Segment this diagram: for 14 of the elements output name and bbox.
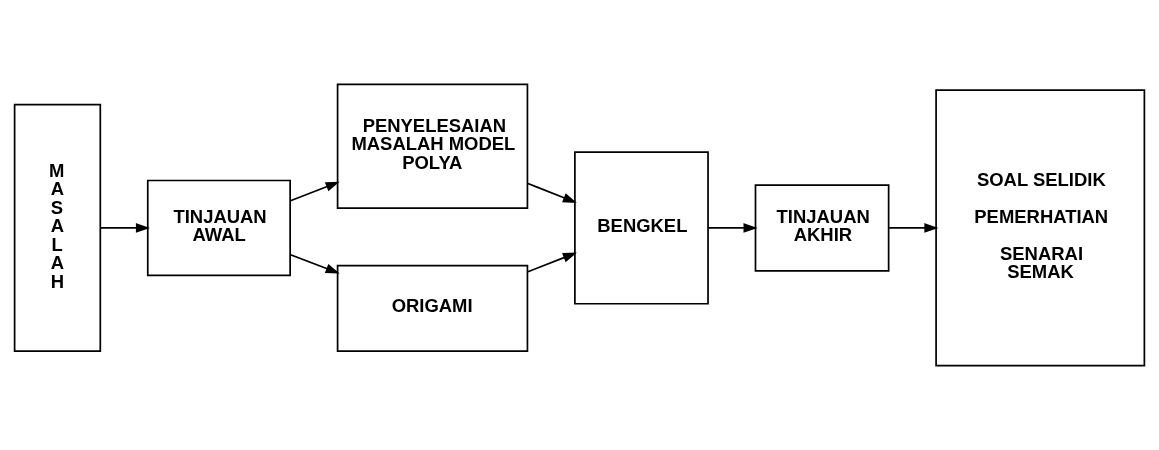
node-box: BENGKEL xyxy=(574,151,709,305)
node-box: TINJAUAN AWAL xyxy=(146,179,291,277)
node-box: SOAL SELIDIK PEMERHATIAN SENARAI SEMAK xyxy=(935,89,1146,367)
arrow xyxy=(289,181,340,202)
arrow xyxy=(99,223,150,233)
arrow xyxy=(527,252,577,273)
node-box: ORIGAMI xyxy=(336,264,529,353)
node-box: TINJAUAN AKHIR xyxy=(754,184,890,272)
arrow xyxy=(707,223,758,233)
arrow xyxy=(527,182,577,203)
arrow xyxy=(888,223,939,233)
arrow xyxy=(289,253,340,274)
node-box: MASALAH xyxy=(13,103,102,353)
node-box: PENYELESAIAN MASALAH MODEL POLYA xyxy=(336,83,529,210)
